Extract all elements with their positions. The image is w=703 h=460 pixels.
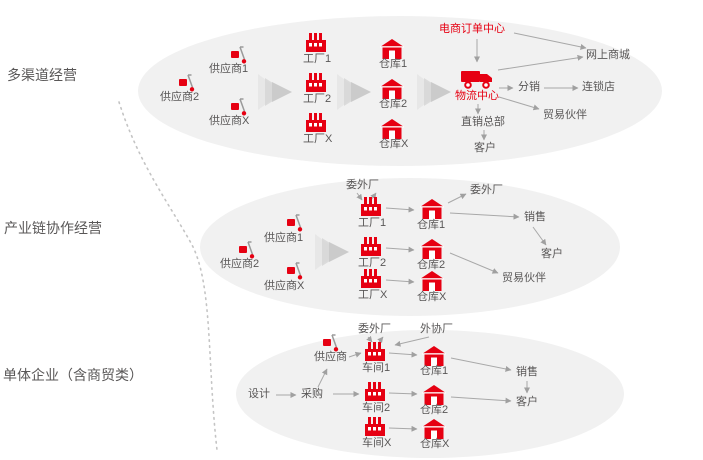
node-label-trade-partner: 贸易伙伴 bbox=[543, 109, 587, 121]
node-label-purchase: 采购 bbox=[301, 388, 323, 400]
node-label-workshop1: 车间1 bbox=[362, 362, 391, 374]
warehouse-icon bbox=[380, 39, 404, 59]
flow-arrow-icon bbox=[337, 70, 373, 114]
warehouse-icon bbox=[380, 79, 404, 99]
supplier-cart-icon bbox=[286, 214, 304, 232]
industry-chain-ellipse bbox=[200, 178, 620, 316]
supplier-cart-icon bbox=[178, 74, 196, 92]
node-label-factory1: 工厂1 bbox=[358, 217, 387, 229]
row-label-industry-chain: 产业链协作经营 bbox=[4, 220, 102, 236]
dotted-curve bbox=[118, 101, 218, 451]
node-label-factory2: 工厂2 bbox=[358, 257, 387, 269]
node-label-warehousex: 仓库X bbox=[417, 291, 447, 303]
node-label-direct-hq: 直销总部 bbox=[461, 116, 505, 128]
warehouse-icon bbox=[422, 346, 446, 366]
node-label-trade-partner: 贸易伙伴 bbox=[502, 272, 546, 284]
node-label-chain-store: 连锁店 bbox=[582, 81, 615, 93]
row-label-multi-channel: 多渠道经营 bbox=[7, 67, 77, 83]
flow-arrow-icon bbox=[417, 70, 453, 114]
node-label-factory1: 工厂1 bbox=[303, 53, 332, 65]
node-label-supplier2: 供应商2 bbox=[220, 258, 260, 270]
factory-icon bbox=[360, 269, 382, 289]
node-label-outsource: 委外厂 bbox=[358, 323, 391, 335]
workshop-icon bbox=[364, 382, 386, 402]
truck-icon bbox=[460, 68, 494, 90]
node-label-warehousex: 仓库X bbox=[420, 438, 450, 450]
factory-icon bbox=[305, 113, 327, 133]
workshop-icon bbox=[364, 417, 386, 437]
factory-icon bbox=[305, 33, 327, 53]
node-label-customer: 客户 bbox=[474, 142, 496, 154]
node-label-distribution: 分销 bbox=[518, 81, 540, 93]
node-label-warehousex: 仓库X bbox=[379, 138, 409, 150]
node-label-warehouse2: 仓库2 bbox=[420, 404, 449, 416]
node-label-warehouse1: 仓库1 bbox=[420, 365, 449, 377]
warehouse-icon bbox=[420, 239, 444, 259]
node-label-customer: 客户 bbox=[516, 396, 538, 408]
node-label-design: 设计 bbox=[248, 388, 270, 400]
node-label-logistics-center: 物流中心 bbox=[455, 90, 499, 102]
node-label-supplier1: 供应商1 bbox=[264, 232, 304, 244]
warehouse-icon bbox=[420, 271, 444, 291]
flow-arrow-icon bbox=[315, 230, 351, 274]
flow-arrow-icon bbox=[258, 70, 294, 114]
node-label-customer: 客户 bbox=[541, 248, 563, 260]
node-label-supplierx: 供应商X bbox=[264, 280, 305, 292]
warehouse-icon bbox=[420, 199, 444, 219]
node-label-sales: 销售 bbox=[524, 211, 546, 223]
node-label-factory2: 工厂2 bbox=[303, 93, 332, 105]
supplier-cart-icon bbox=[238, 241, 256, 259]
supplier-cart-icon bbox=[286, 262, 304, 280]
warehouse-icon bbox=[422, 419, 446, 439]
node-label-warehouse2: 仓库2 bbox=[379, 98, 408, 110]
node-label-outsource-top: 委外厂 bbox=[346, 179, 379, 191]
node-label-workshopx: 车间X bbox=[362, 437, 392, 449]
node-label-external-factory: 外协厂 bbox=[420, 323, 453, 335]
node-label-online-mall: 网上商城 bbox=[586, 49, 630, 61]
factory-icon bbox=[360, 237, 382, 257]
workshop-icon bbox=[364, 342, 386, 362]
supplier-cart-icon bbox=[230, 98, 248, 116]
node-label-factoryx: 工厂X bbox=[303, 133, 333, 145]
node-label-supplier: 供应商 bbox=[314, 351, 347, 363]
node-label-warehouse1: 仓库1 bbox=[417, 219, 446, 231]
node-label-outsource-right: 委外厂 bbox=[470, 184, 503, 196]
factory-icon bbox=[360, 197, 382, 217]
node-label-warehouse2: 仓库2 bbox=[417, 259, 446, 271]
node-label-supplier2: 供应商2 bbox=[160, 91, 200, 103]
supplier-cart-icon bbox=[322, 334, 340, 352]
supplier-cart-icon bbox=[230, 46, 248, 64]
warehouse-icon bbox=[380, 119, 404, 139]
node-label-sales: 销售 bbox=[516, 366, 538, 378]
node-label-supplierx: 供应商X bbox=[209, 115, 250, 127]
factory-icon bbox=[305, 73, 327, 93]
node-label-ecom-order-center: 电商订单中心 bbox=[439, 23, 505, 35]
node-label-warehouse1: 仓库1 bbox=[379, 58, 408, 70]
warehouse-icon bbox=[422, 385, 446, 405]
node-label-factoryx: 工厂X bbox=[358, 289, 388, 301]
node-label-workshop2: 车间2 bbox=[362, 402, 391, 414]
row-label-single-enterprise: 单体企业（含商贸类） bbox=[3, 367, 143, 383]
node-label-supplier1: 供应商1 bbox=[209, 63, 249, 75]
